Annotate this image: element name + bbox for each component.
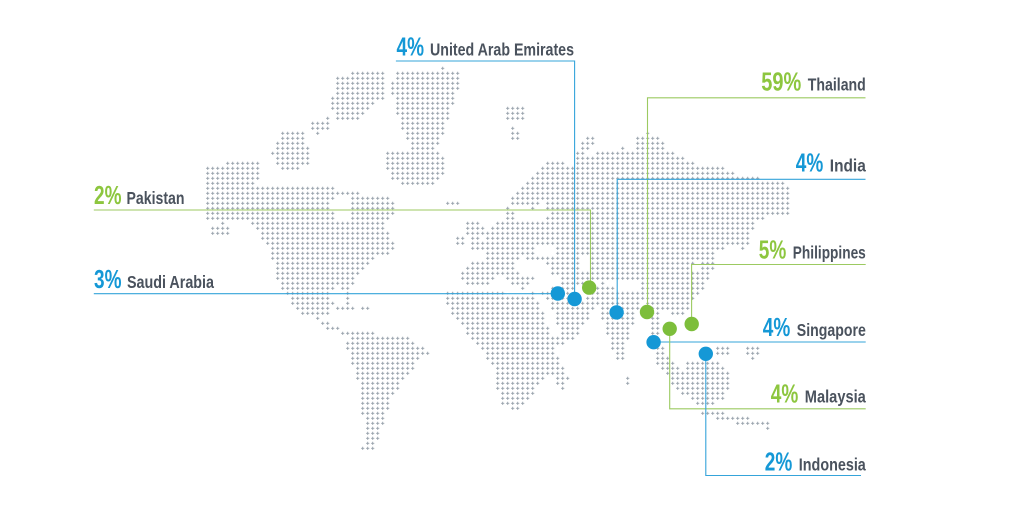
svg-text:Malaysia: Malaysia — [805, 386, 866, 406]
svg-text:United Arab Emirates: United Arab Emirates — [430, 40, 574, 60]
svg-text:4%: 4% — [763, 312, 791, 342]
svg-text:5%: 5% — [759, 234, 787, 264]
svg-text:Saudi Arabia: Saudi Arabia — [127, 272, 214, 292]
svg-text:3%: 3% — [94, 264, 122, 294]
svg-text:India: India — [830, 156, 866, 176]
svg-text:2%: 2% — [94, 180, 122, 210]
svg-text:4%: 4% — [397, 32, 425, 62]
svg-text:Philippines: Philippines — [793, 242, 866, 262]
svg-text:4%: 4% — [796, 148, 824, 178]
svg-text:59%: 59% — [761, 67, 801, 97]
svg-text:Thailand: Thailand — [808, 75, 866, 95]
svg-text:4%: 4% — [771, 378, 799, 408]
svg-text:Indonesia: Indonesia — [799, 455, 866, 475]
svg-text:Pakistan: Pakistan — [127, 188, 185, 208]
svg-text:Singapore: Singapore — [797, 320, 866, 340]
svg-text:2%: 2% — [765, 447, 793, 477]
